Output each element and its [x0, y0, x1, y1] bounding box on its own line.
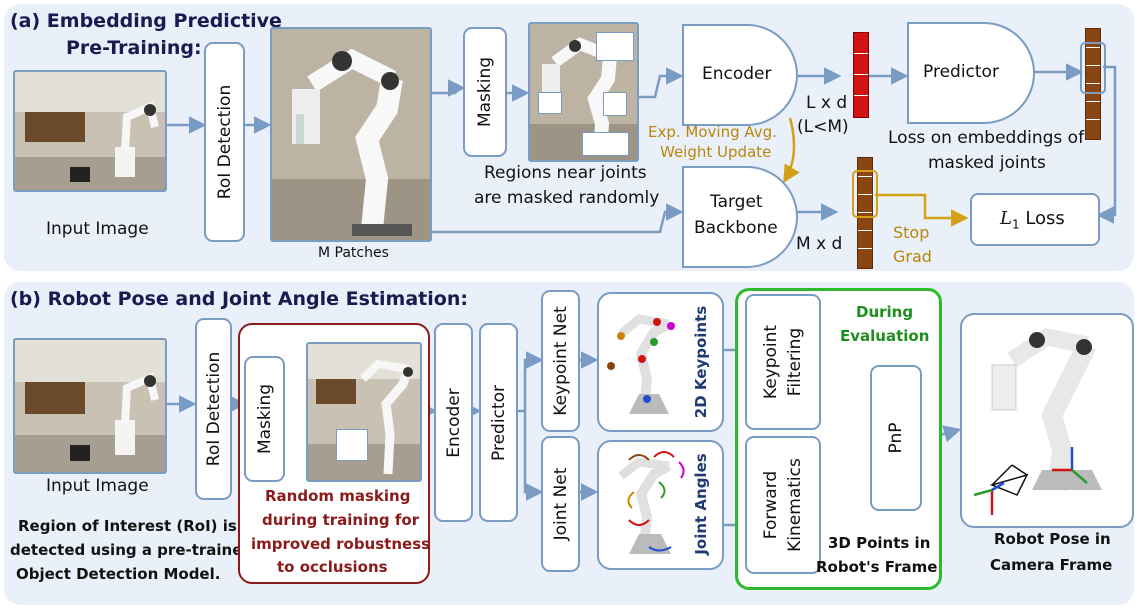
camera-frustum-icon — [973, 464, 1029, 515]
keypoints-2d-label: 2D Keypoints — [692, 305, 710, 419]
pnp-label: PnP — [886, 422, 906, 454]
masking-a: Masking — [463, 27, 507, 157]
keypoints-2d-box: 2D Keypoints — [597, 292, 724, 432]
roi-detection-b-label: RoI Detection — [203, 351, 224, 467]
fk-line2: Kinematics — [785, 458, 805, 552]
l1-loss-box: L1 Loss — [970, 193, 1100, 246]
roi-desc-line2: detected using a pre-trained — [10, 541, 254, 559]
robot-arm-photo — [15, 340, 165, 472]
patches-caption: M Patches — [318, 245, 389, 261]
predictor-b-label: Predictor — [488, 384, 509, 461]
loss-subscript: 1 — [1011, 217, 1020, 232]
predictor-b: Predictor — [479, 323, 518, 522]
panel-b-title: (b) Robot Pose and Joint Angle Estimatio… — [10, 288, 468, 310]
target-backbone: Target Backbone — [682, 166, 798, 268]
embedding-highlight-top — [1080, 42, 1106, 94]
masked-caption-line2: are masked randomly — [474, 188, 660, 208]
mask-patch-4 — [582, 132, 629, 156]
predictor-a-label: Predictor — [923, 62, 999, 82]
robot-keypoints-render — [607, 314, 675, 414]
joint-angles-box: Joint Angles — [597, 440, 724, 570]
ld-line2: (L<M) — [797, 117, 849, 137]
input-caption-a: Input Image — [46, 219, 149, 239]
keypoint-filtering-label: Keypoint Filtering — [759, 325, 807, 399]
patches-image — [270, 27, 432, 242]
roi-detection-b: RoI Detection — [195, 318, 232, 500]
kp-filter-line1: Keypoint — [761, 324, 781, 400]
kp-filter-line2: Filtering — [785, 327, 805, 397]
masked-image — [528, 22, 639, 162]
input-image-b — [13, 338, 167, 474]
encoder-b-label: Encoder — [443, 387, 464, 458]
masked-image-b — [306, 342, 422, 482]
robot-arm-photo — [15, 72, 165, 190]
mask-patch-3 — [603, 92, 627, 116]
target-line2: Backbone — [694, 218, 778, 238]
l1-loss-label: L1 Loss — [1000, 208, 1065, 232]
embedding-red — [853, 32, 869, 118]
masking-b: Masking — [244, 356, 285, 482]
during-line1: During — [856, 303, 914, 321]
masking-b-label: Masking — [254, 383, 275, 455]
pose-line1: Robot Pose in — [994, 530, 1111, 548]
keypoint-net: Keypoint Net — [541, 290, 580, 432]
input-caption-b: Input Image — [46, 476, 149, 496]
predictor-a: Predictor — [907, 22, 1035, 124]
robot-pose-box — [960, 313, 1134, 528]
embedding-brown-predicted — [1085, 28, 1101, 140]
joint-angles-label: Joint Angles — [692, 453, 710, 555]
ema-line1: Exp. Moving Avg. — [648, 123, 777, 141]
masking-a-label: Masking — [475, 56, 495, 128]
mask-patch-2 — [538, 92, 562, 114]
loss-caption-line1: Loss on embeddings of — [888, 128, 1085, 148]
panel-a-title-line1: (a) Embedding Predictive — [10, 10, 282, 32]
robot-arm-photo — [272, 29, 430, 240]
encoder-a-label: Encoder — [702, 64, 772, 84]
encoder-b: Encoder — [434, 323, 473, 522]
masked-caption-line1: Regions near joints — [484, 163, 647, 183]
forward-kinematics: Forward Kinematics — [745, 436, 821, 574]
random-mask-line2: during training for — [262, 511, 420, 529]
mask-patch-b — [336, 429, 368, 461]
random-mask-line4: to occlusions — [277, 558, 388, 576]
coordinate-axes-icon — [1052, 447, 1088, 484]
encoder-a: Encoder — [682, 24, 798, 126]
embedding-highlight-target — [852, 170, 878, 218]
loss-caption-line2: masked joints — [928, 153, 1046, 173]
stop-line2: Grad — [893, 247, 932, 266]
joint-net: Joint Net — [541, 436, 580, 572]
md-label: M x d — [796, 234, 843, 254]
roi-detection-a-label: RoI Detection — [214, 84, 235, 200]
ld-line1: L x d — [806, 93, 848, 113]
pose-line2: Camera Frame — [990, 556, 1113, 574]
random-mask-line3: improved robustness — [251, 535, 431, 553]
points3d-line1: 3D Points in — [828, 534, 931, 552]
pnp-box: PnP — [870, 365, 922, 511]
target-line1: Target — [710, 192, 763, 212]
loss-word: Loss — [1025, 208, 1065, 229]
roi-detection-a: RoI Detection — [204, 42, 245, 242]
stop-line1: Stop — [893, 223, 930, 242]
joint-net-label: Joint Net — [550, 467, 571, 541]
random-mask-line1: Random masking — [265, 487, 411, 505]
mask-patch-1 — [596, 32, 634, 61]
input-image-a — [13, 70, 167, 192]
robot-joint-render — [618, 451, 685, 554]
fk-line1: Forward — [761, 470, 781, 540]
panel-a-title-line2: Pre-Training: — [66, 37, 202, 59]
during-line2: Evaluation — [840, 327, 930, 345]
roi-desc-line3: Object Detection Model. — [16, 565, 221, 583]
ema-line2: Weight Update — [660, 143, 772, 161]
embedding-brown-target — [857, 157, 873, 269]
roi-desc-line1: Region of Interest (RoI) is — [18, 517, 237, 535]
keypoint-filtering: Keypoint Filtering — [745, 294, 821, 430]
loss-symbol: L — [1000, 208, 1012, 229]
points3d-line2: Robot's Frame — [816, 558, 938, 576]
robot-pose-render — [973, 327, 1102, 515]
forward-kinematics-label: Forward Kinematics — [759, 458, 807, 552]
keypoint-net-label: Keypoint Net — [550, 306, 571, 416]
